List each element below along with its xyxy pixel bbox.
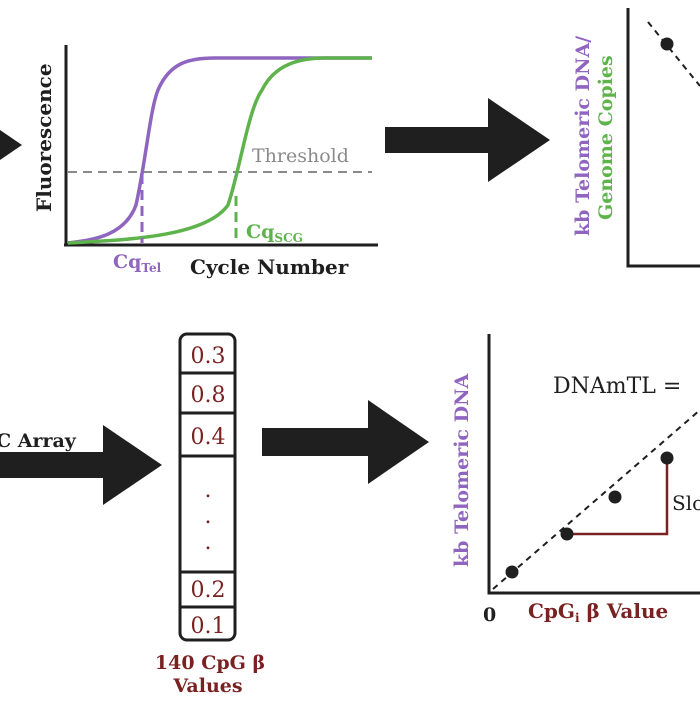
- ratio-plot: kb Telomeric DNA/ Genome Copies: [572, 8, 700, 268]
- cq-tel-sub: Tel: [141, 261, 161, 275]
- cpg-value-cell: 0.1: [191, 614, 226, 639]
- array-label: C Array: [0, 430, 77, 452]
- slope-triangle: [567, 460, 669, 536]
- scg-amplification-curve: [67, 56, 372, 245]
- ratio-y-label-line1: kb Telomeric DNA/: [572, 36, 594, 236]
- telomere-amplification-curve: [67, 56, 372, 245]
- cq-scg-label: CqSCG: [246, 221, 303, 245]
- cpg-ellipsis-dot: .: [205, 478, 212, 503]
- threshold-label: Threshold: [252, 145, 349, 167]
- left-flow-arrow-top: [0, 130, 22, 160]
- regression-x-label-sub: i: [575, 611, 580, 625]
- cpg-ellipsis-dot: .: [205, 504, 212, 529]
- regression-x-label-rest: β Value: [580, 599, 669, 623]
- cpg-caption-line2: Values: [172, 675, 242, 697]
- ratio-fit-line: [647, 21, 700, 87]
- regression-fit-line: [492, 409, 700, 590]
- qpcr-x-label: Cycle Number: [190, 255, 349, 279]
- regression-data-point: [560, 527, 574, 541]
- ratio-data-point: [660, 37, 674, 51]
- cpg-value-cell: 0.2: [191, 578, 226, 603]
- regression-y-label: kb Telomeric DNA: [451, 374, 473, 567]
- cpg-caption-line1: 140 CpG β: [155, 652, 265, 674]
- regression-plot: DNAmTL = Slo 0 kb Telomeric DNA CpGi β V…: [451, 334, 700, 626]
- ratio-y-axis: [626, 8, 700, 268]
- flow-arrow-bottom-middle: [262, 400, 429, 484]
- qpcr-y-label: Fluorescence: [32, 63, 56, 212]
- ratio-y-label-line2: Genome Copies: [595, 55, 617, 220]
- cpg-value-cell: 0.3: [191, 344, 226, 369]
- flow-arrow-top-middle: [385, 98, 550, 182]
- cpg-ellipsis-dot: .: [205, 530, 212, 555]
- regression-data-point: [660, 451, 674, 465]
- cpg-value-column: 0.3 0.8 0.4 . . . 0.2 0.1 140 CpG β Valu…: [155, 332, 265, 697]
- cpg-column-frame: [178, 332, 237, 642]
- regression-origin-label: 0: [483, 604, 496, 626]
- regression-data-point: [505, 565, 519, 579]
- flow-arrow-bottom-left: [0, 425, 162, 505]
- regression-data-point: [608, 490, 622, 504]
- regression-x-label: CpGi β Value: [528, 599, 668, 625]
- cq-scg-sub: SCG: [274, 231, 302, 245]
- cpg-value-cell: 0.4: [191, 425, 226, 450]
- cq-tel-label: CqTel: [113, 251, 162, 275]
- cq-tel-main: Cq: [113, 251, 141, 273]
- qpcr-plot: Threshold Fluorescence Cycle Number CqTe…: [32, 45, 378, 279]
- regression-axes: [487, 334, 700, 595]
- regression-x-label-main: CpG: [528, 599, 575, 623]
- regression-equation: DNAmTL =: [553, 374, 681, 399]
- cq-scg-main: Cq: [246, 221, 274, 243]
- slope-label: Slo: [672, 491, 700, 515]
- cpg-value-cell: 0.8: [191, 383, 226, 408]
